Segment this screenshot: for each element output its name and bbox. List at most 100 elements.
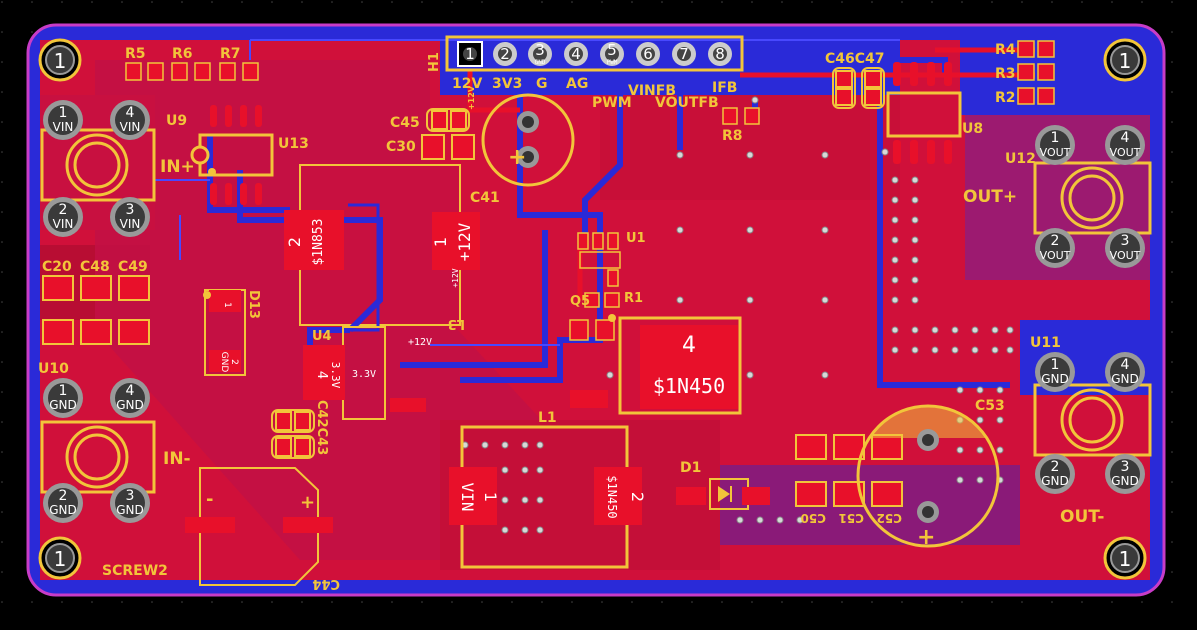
- header-label-voutfb: VOUTFB: [655, 95, 719, 111]
- svg-text:VOUT: VOUT: [1110, 146, 1141, 159]
- label-u11: U11: [1030, 335, 1061, 351]
- mount-hole-bottom-left: 1: [38, 536, 82, 580]
- header-h1-outline: [445, 35, 744, 72]
- label-out-plus: OUT+: [963, 187, 1017, 207]
- mount-hole-label: 1: [54, 49, 67, 73]
- svg-text:4: 4: [682, 333, 696, 358]
- label-c20: C20: [42, 259, 72, 275]
- svg-text:2: 2: [1051, 233, 1060, 249]
- svg-text:+: +: [917, 525, 935, 550]
- svg-text:7: 7: [679, 45, 689, 63]
- svg-text:GND: GND: [116, 503, 144, 517]
- svg-text:1: 1: [1051, 357, 1060, 373]
- svg-text:2: 2: [59, 202, 68, 218]
- svg-text:GND: GND: [116, 398, 144, 412]
- header-label-ifb: IFB: [712, 80, 737, 96]
- svg-text:2: 2: [628, 492, 647, 502]
- mount-hole-top-right: 1: [1103, 38, 1147, 82]
- svg-text:$1N450: $1N450: [653, 374, 725, 398]
- svg-text:GND: GND: [49, 398, 77, 412]
- label-c52: C52: [876, 511, 902, 525]
- label-d1: D1: [680, 460, 701, 476]
- svg-text:-: -: [206, 489, 213, 510]
- label-l1: L1: [538, 410, 557, 426]
- board-edge: [26, 23, 1166, 597]
- svg-text:3: 3: [126, 202, 135, 218]
- svg-text:GND: GND: [1041, 474, 1069, 488]
- svg-text:GND: GND: [219, 352, 229, 373]
- svg-text:2: 2: [500, 45, 510, 63]
- svg-text:GND: GND: [49, 503, 77, 517]
- label-u10: U10: [38, 361, 69, 377]
- header-h1-pins: [457, 41, 732, 67]
- label-r3: R3: [995, 66, 1016, 82]
- mount-hole-label: 1: [1119, 547, 1132, 571]
- bottom-traces: [207, 57, 1010, 388]
- label-screw2: SCREW2: [102, 563, 168, 579]
- u4-regulator: 4 3.3V 3.3V +12V: [303, 326, 432, 420]
- svg-text:1: 1: [431, 237, 450, 247]
- svg-text:2: 2: [285, 237, 304, 247]
- label-in-plus: IN+: [160, 157, 195, 177]
- u11-terminal: [1033, 352, 1152, 494]
- svg-text:3.3V: 3.3V: [352, 369, 376, 380]
- svg-text:3: 3: [126, 488, 135, 504]
- svg-text:VOUT: VOUT: [1040, 249, 1071, 262]
- svg-text:$1N450: $1N450: [605, 475, 619, 518]
- svg-text:3: 3: [535, 41, 545, 59]
- label-u13: U13: [278, 136, 309, 152]
- label-c44: C44: [312, 576, 340, 591]
- svg-text:+12V: +12V: [451, 268, 460, 287]
- label-c50: C50: [800, 511, 826, 525]
- svg-text:VIN: VIN: [120, 120, 141, 134]
- header-pin-name-pwm: PWM: [607, 59, 618, 66]
- header-label-12v: 12V: [452, 76, 482, 92]
- label-h1: H1: [427, 52, 442, 72]
- svg-text:1: 1: [465, 45, 475, 63]
- vias: [461, 96, 1014, 534]
- mount-hole-bottom-right: 1: [1103, 536, 1147, 580]
- label-c46c47: C46C47: [825, 51, 885, 67]
- svg-text:VIN: VIN: [53, 120, 74, 134]
- svg-text:GND: GND: [1041, 372, 1069, 386]
- svg-text:+: +: [300, 492, 315, 513]
- q5-pad-1n450: 4 $1N450: [570, 316, 742, 415]
- svg-text:5: 5: [607, 41, 617, 59]
- svg-text:4: 4: [1121, 130, 1130, 146]
- svg-text:3: 3: [1121, 459, 1130, 475]
- header-pin-name-gnd: GND: [535, 59, 546, 66]
- d1-diode: [676, 478, 770, 510]
- svg-text:1: 1: [222, 302, 232, 308]
- header-label-g: G: [536, 76, 548, 92]
- header-label-pwm: PWM: [592, 95, 632, 111]
- label-c53: C53: [975, 398, 1005, 414]
- svg-text:2: 2: [59, 488, 68, 504]
- r5-r6-r7-pads: [125, 62, 259, 81]
- label-d13: D13: [246, 290, 261, 319]
- svg-text:VIN: VIN: [120, 217, 141, 231]
- l1-inductor: 1 VIN 2 $1N450: [449, 425, 647, 569]
- svg-text:1: 1: [59, 383, 68, 399]
- u9-terminal: [40, 95, 156, 237]
- svg-text:1: 1: [59, 105, 68, 121]
- u13-ic: [190, 105, 274, 205]
- svg-text:1: 1: [1051, 130, 1060, 146]
- label-r2: R2: [995, 90, 1016, 106]
- d13-diode: 1 GND 2: [203, 289, 246, 376]
- svg-text:VIN: VIN: [458, 483, 477, 512]
- c20-c48-c49-caps: [42, 275, 150, 345]
- u8-ic: [886, 62, 962, 164]
- label-u4: U4: [312, 329, 332, 344]
- svg-text:$1N853: $1N853: [311, 219, 326, 266]
- bottom-traces-thin: [150, 39, 900, 346]
- label-r5: R5: [125, 46, 146, 62]
- top-copper-pour-mid: [600, 95, 900, 200]
- svg-text:+: +: [508, 145, 526, 170]
- svg-text:4: 4: [1121, 357, 1130, 373]
- label-c45: C45: [390, 115, 420, 131]
- svg-text:2: 2: [1051, 459, 1060, 475]
- label-q5: Q5: [570, 294, 590, 309]
- c53-capacitor: +: [856, 404, 1000, 550]
- label-r6: R6: [172, 46, 193, 62]
- label-r1: R1: [624, 291, 643, 306]
